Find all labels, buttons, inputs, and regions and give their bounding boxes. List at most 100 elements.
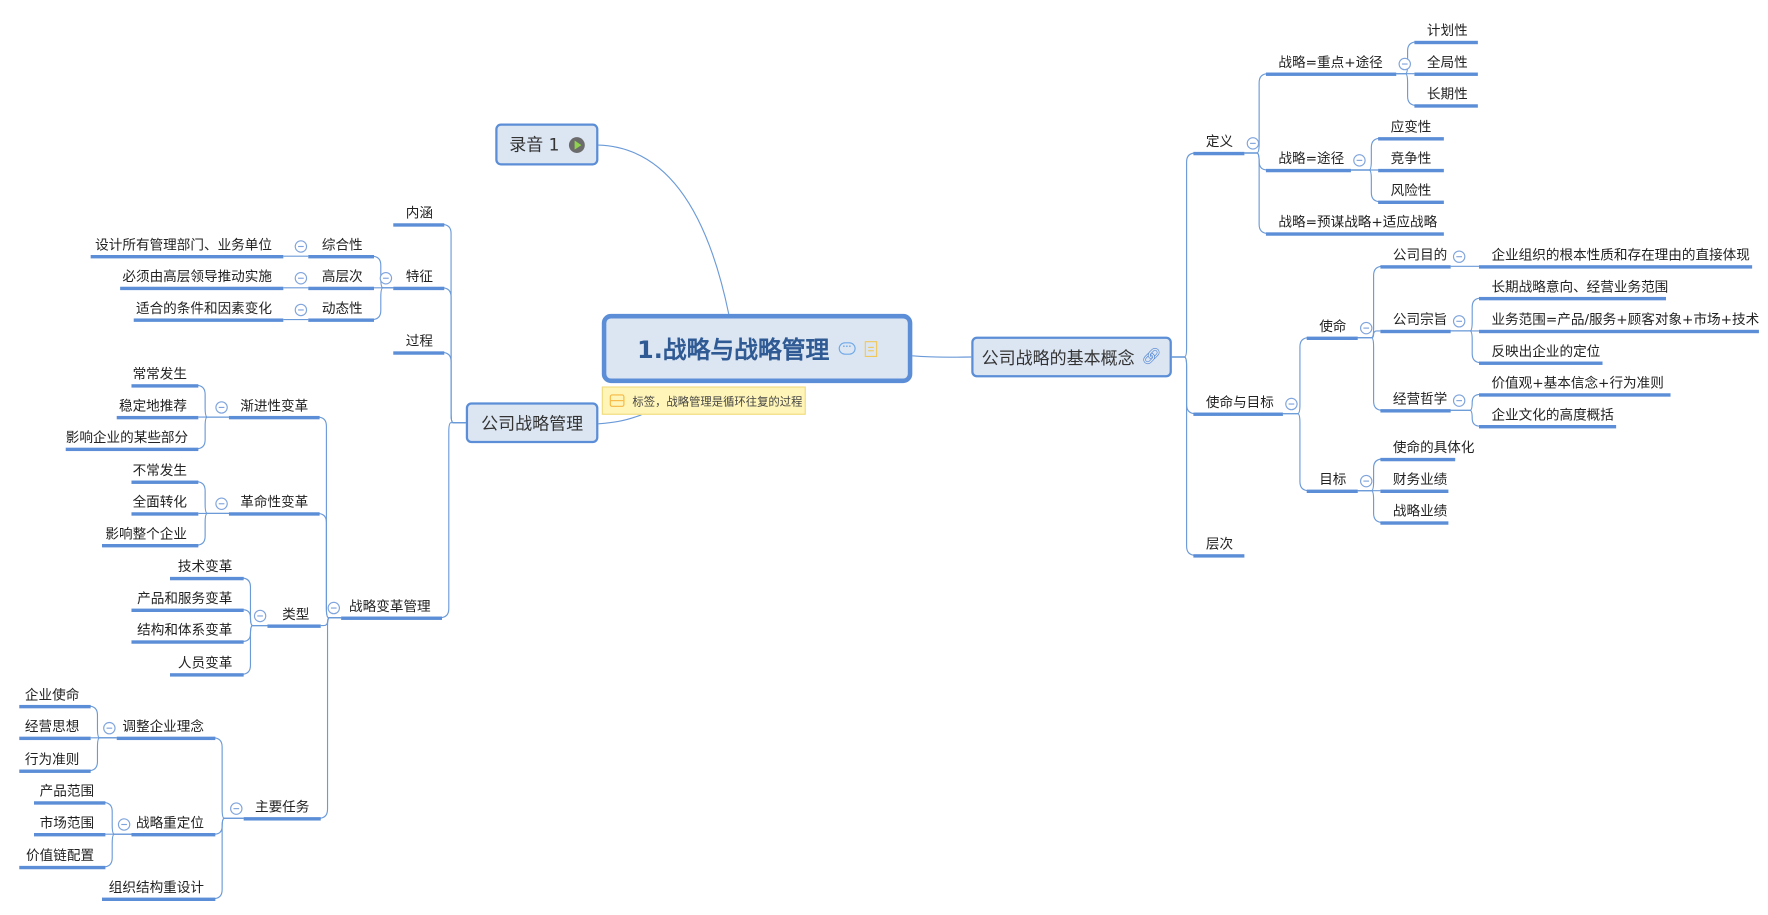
topic-p4d3[interactable]: 组织结构重设计 — [101, 877, 216, 901]
collapse-icon[interactable] — [1452, 394, 1466, 407]
topic-m1a[interactable]: 公司目的 — [1380, 245, 1451, 269]
central-topic[interactable]: 1.战略与战略管理 ··· — [601, 313, 913, 384]
collapse-icon[interactable] — [294, 271, 308, 285]
topic-d3[interactable]: 战略=预谋战略+适应战略 — [1265, 212, 1444, 236]
topic-d1[interactable]: 战略=重点+途径 — [1265, 52, 1397, 76]
collapse-icon[interactable] — [253, 609, 267, 623]
label-tag: 标签，战略管理是循环往复的过程 — [601, 386, 806, 415]
topic-d2b[interactable]: 竞争性 — [1378, 148, 1444, 173]
collapse-icon[interactable] — [1353, 154, 1366, 167]
topic-label: 定义 — [1205, 133, 1234, 150]
topic-p4d1c[interactable]: 行为准则 — [19, 749, 91, 773]
topic-m1c[interactable]: 经营哲学 — [1380, 389, 1451, 413]
topic-m1b3[interactable]: 反映出企业的定位 — [1478, 341, 1603, 365]
collapse-icon[interactable] — [1398, 57, 1411, 71]
topic-p4a[interactable]: 渐进性变革 — [228, 396, 320, 420]
topic-label: 竞争性 — [1390, 150, 1432, 167]
topic-m2c[interactable]: 战略业绩 — [1380, 501, 1449, 525]
collapse-icon[interactable] — [1246, 137, 1260, 150]
collapse-icon[interactable] — [1359, 321, 1373, 335]
topic-p4a3[interactable]: 影响企业的某些部分 — [65, 427, 199, 452]
connector-line — [214, 817, 244, 835]
topic-label: 全面转化 — [132, 494, 187, 510]
topic-m1c2[interactable]: 企业文化的高度概括 — [1478, 405, 1617, 429]
topic-m1c1[interactable]: 价值观+基本信念+行为准则 — [1478, 373, 1671, 397]
topic-label: 必须由高层领导推动实施 — [122, 268, 272, 285]
topic-d2[interactable]: 战略=途径 — [1265, 148, 1351, 173]
topic-m[interactable]: 使命与目标 — [1193, 392, 1283, 416]
topic-m1b2[interactable]: 业务范围=产品/服务+顾客对象+市场+技术 — [1478, 309, 1760, 334]
topic-p4d1[interactable]: 调整企业理念 — [116, 716, 216, 741]
topic-basic-concept[interactable]: 公司战略的基本概念 🔗︎ — [971, 336, 1172, 378]
topic-p2[interactable]: 特征 — [393, 266, 445, 291]
topic-m1b[interactable]: 公司宗旨 — [1380, 309, 1451, 334]
topic-m2a[interactable]: 使命的具体化 — [1380, 437, 1474, 462]
topic-m1b1[interactable]: 长期战略意向、经营业务范围 — [1478, 277, 1668, 301]
topic-label: 业务范围=产品/服务+顾客对象+市场+技术 — [1491, 311, 1760, 328]
topic-m2[interactable]: 目标 — [1306, 469, 1358, 493]
collapse-icon[interactable] — [1452, 250, 1466, 263]
topic-label: 公司目的 — [1392, 247, 1448, 263]
topic-p4d[interactable]: 主要任务 — [243, 797, 321, 821]
topic-p3[interactable]: 过程 — [393, 331, 445, 355]
topic-p1[interactable]: 内涵 — [393, 203, 445, 227]
topic-m2b[interactable]: 财务业绩 — [1380, 469, 1449, 493]
topic-p4c3[interactable]: 结构和体系变革 — [131, 620, 244, 644]
connector-line — [439, 422, 466, 619]
label-tag-text: 标签，战略管理是循环往复的过程 — [632, 396, 803, 410]
topic-p4a2[interactable]: 稳定地推荐 — [116, 396, 199, 420]
collapse-icon[interactable] — [230, 802, 243, 815]
topic-p4b2[interactable]: 全面转化 — [131, 492, 199, 516]
topic-p2b[interactable]: 高层次 — [308, 266, 374, 291]
topic-p4c1[interactable]: 技术变革 — [169, 556, 244, 581]
topic-strategy-management[interactable]: 公司战略管理 — [465, 402, 599, 444]
topic-p4d2a[interactable]: 产品范围 — [33, 781, 106, 805]
collapse-icon[interactable] — [294, 240, 308, 253]
topic-p4b1[interactable]: 不常发生 — [131, 460, 199, 484]
topic-p4c4[interactable]: 人员变革 — [169, 653, 244, 677]
play-icon[interactable] — [568, 136, 585, 153]
topic-d1a[interactable]: 计划性 — [1414, 20, 1478, 45]
collapse-icon[interactable] — [294, 303, 308, 317]
comment-icon[interactable]: ··· — [838, 342, 856, 355]
link-icon[interactable]: 🔗︎ — [1141, 347, 1162, 367]
collapse-icon[interactable] — [215, 497, 228, 510]
topic-d2a[interactable]: 应变性 — [1378, 117, 1444, 141]
note-icon[interactable] — [864, 340, 877, 357]
topic-p4d1a[interactable]: 企业使命 — [19, 685, 91, 709]
topic-p4d2c[interactable]: 价值链配置 — [19, 845, 106, 870]
topic-p4[interactable]: 战略变革管理 — [341, 596, 442, 620]
topic-p2c[interactable]: 动态性 — [308, 298, 374, 322]
topic-d1c[interactable]: 长期性 — [1414, 84, 1478, 108]
topic-p4d1b[interactable]: 经营思想 — [19, 716, 91, 741]
topic-m1a1[interactable]: 企业组织的根本性质和存在理由的直接体现 — [1478, 245, 1753, 269]
collapse-icon[interactable] — [117, 818, 131, 831]
topic-p2c1[interactable]: 适合的条件和因素变化 — [133, 298, 284, 322]
collapse-icon[interactable] — [1452, 315, 1466, 328]
connector-line — [1171, 152, 1196, 358]
connector-central-left — [598, 414, 642, 425]
collapse-icon[interactable] — [1285, 397, 1298, 411]
topic-p4d2[interactable]: 战略重定位 — [131, 813, 216, 837]
collapse-icon[interactable] — [1359, 474, 1373, 488]
collapse-icon[interactable] — [379, 271, 393, 285]
topic-d1b[interactable]: 全局性 — [1414, 52, 1478, 76]
collapse-icon[interactable] — [215, 401, 228, 414]
topic-p2a1[interactable]: 设计所有管理部门、业务单位 — [90, 235, 284, 259]
recording-label: 录音 1 — [509, 134, 560, 156]
topic-p4b[interactable]: 革命性变革 — [228, 492, 320, 516]
topic-p2b1[interactable]: 必须由高层领导推动实施 — [120, 266, 284, 291]
topic-p4c[interactable]: 类型 — [267, 604, 321, 628]
topic-p4c2[interactable]: 产品和服务变革 — [131, 588, 244, 612]
topic-d2c[interactable]: 风险性 — [1378, 180, 1444, 204]
topic-m1[interactable]: 使命 — [1306, 316, 1358, 340]
topic-d[interactable]: 定义 — [1193, 131, 1245, 156]
collapse-icon[interactable] — [103, 721, 116, 735]
recording-topic[interactable]: 录音 1 — [495, 123, 599, 166]
collapse-icon[interactable] — [327, 601, 340, 615]
topic-p2a[interactable]: 综合性 — [308, 235, 374, 259]
topic-p4d2b[interactable]: 市场范围 — [33, 813, 106, 837]
topic-lv[interactable]: 层次 — [1193, 534, 1245, 558]
topic-p4a1[interactable]: 常常发生 — [131, 364, 199, 388]
topic-p4b3[interactable]: 影响整个企业 — [101, 524, 199, 548]
